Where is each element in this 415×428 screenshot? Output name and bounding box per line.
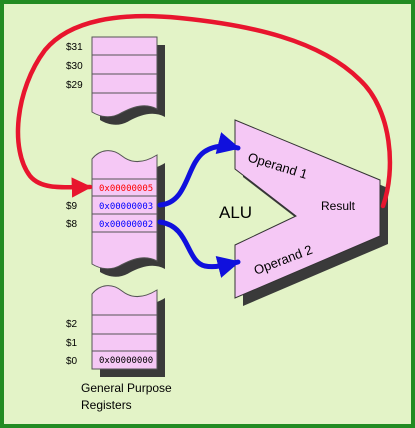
register-label-2: $2 (66, 319, 78, 330)
register-value-destination: 0x00000005 (99, 184, 153, 194)
operand2-arrow (157, 219, 241, 278)
register-value-8: 0x00000002 (99, 220, 153, 230)
register-label-29: $29 (66, 80, 83, 91)
registers-caption-line2: Registers (81, 398, 132, 412)
result-writeback-arrow (15, 13, 393, 209)
register-label-8: $8 (66, 219, 78, 230)
register-label-9: $9 (66, 201, 78, 212)
register-label-30: $30 (66, 61, 83, 72)
register-label-0: $0 (66, 356, 78, 367)
register-block-high: $31 $30 $29 (66, 36, 165, 125)
register-label-1: $1 (66, 338, 78, 349)
register-block-middle: 0x00000005 0x00000003 0x00000002 $9 $8 (66, 150, 165, 277)
operand1-arrow (157, 132, 241, 208)
result-label: Result (321, 199, 356, 213)
alu-unit: ALU Operand 1 Operand 2 Result (219, 119, 388, 306)
registers-caption-line1: General Purpose (81, 381, 172, 395)
register-value-0: 0x00000000 (99, 356, 153, 366)
alu-label: ALU (219, 203, 252, 222)
register-value-9: 0x00000003 (99, 202, 153, 212)
register-block-low: $2 $1 $0 0x00000000 (66, 285, 165, 377)
register-label-31: $31 (66, 42, 83, 53)
